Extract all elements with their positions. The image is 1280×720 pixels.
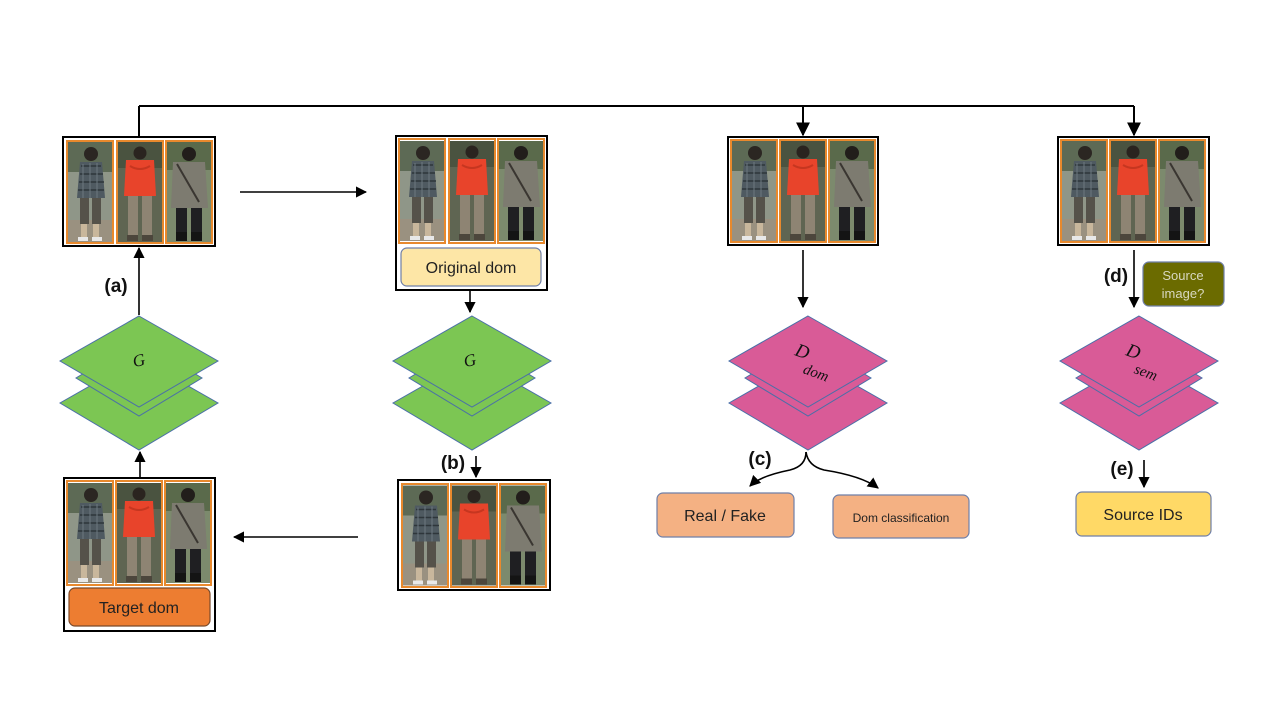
dom-classification-box: Dom classification (832, 494, 970, 539)
original-dom-box: Original dom (400, 247, 542, 287)
step-label-e: (e) (1110, 459, 1133, 480)
image-panel-semantic-input (1057, 136, 1210, 246)
dom-classification-label: Dom classification (853, 511, 950, 525)
generator-stack-2: G (391, 315, 553, 451)
step-label-d: (d) (1104, 266, 1128, 287)
image-panel-generated (397, 479, 551, 591)
real-fake-label: Real / Fake (684, 508, 766, 525)
domain-disc-main: D (791, 339, 812, 364)
target-dom-box: Target dom (68, 587, 211, 627)
image-panel-translated (62, 136, 216, 247)
step-label-b: (b) (441, 453, 465, 474)
generator-stack-1: G (58, 315, 220, 451)
semantic-discriminator-stack: D sem (1058, 315, 1220, 451)
step-label-a: (a) (104, 276, 127, 297)
source-image-box: Source image? (1142, 261, 1225, 307)
generator-2-label: G (462, 350, 478, 371)
target-dom-label: Target dom (99, 600, 179, 617)
source-ids-label: Source IDs (1103, 507, 1182, 524)
brace-to-real-fake (749, 451, 807, 487)
domain-discriminator-stack: D dom (727, 315, 889, 451)
source-image-line1: Source (1162, 268, 1203, 283)
generator-1-label: G (131, 350, 147, 371)
step-label-c: (c) (748, 449, 771, 470)
brace-to-dom-class (805, 451, 879, 489)
image-panel-domain-input (727, 136, 879, 246)
source-image-line2: image? (1162, 286, 1205, 301)
real-fake-box: Real / Fake (656, 492, 795, 538)
semantic-disc-sub: sem (1132, 362, 1160, 385)
original-dom-label: Original dom (426, 260, 517, 277)
source-ids-box: Source IDs (1075, 491, 1212, 537)
flow-arrows (133, 186, 1150, 543)
semantic-disc-main: D (1122, 339, 1143, 364)
top-connector (138, 105, 1141, 137)
